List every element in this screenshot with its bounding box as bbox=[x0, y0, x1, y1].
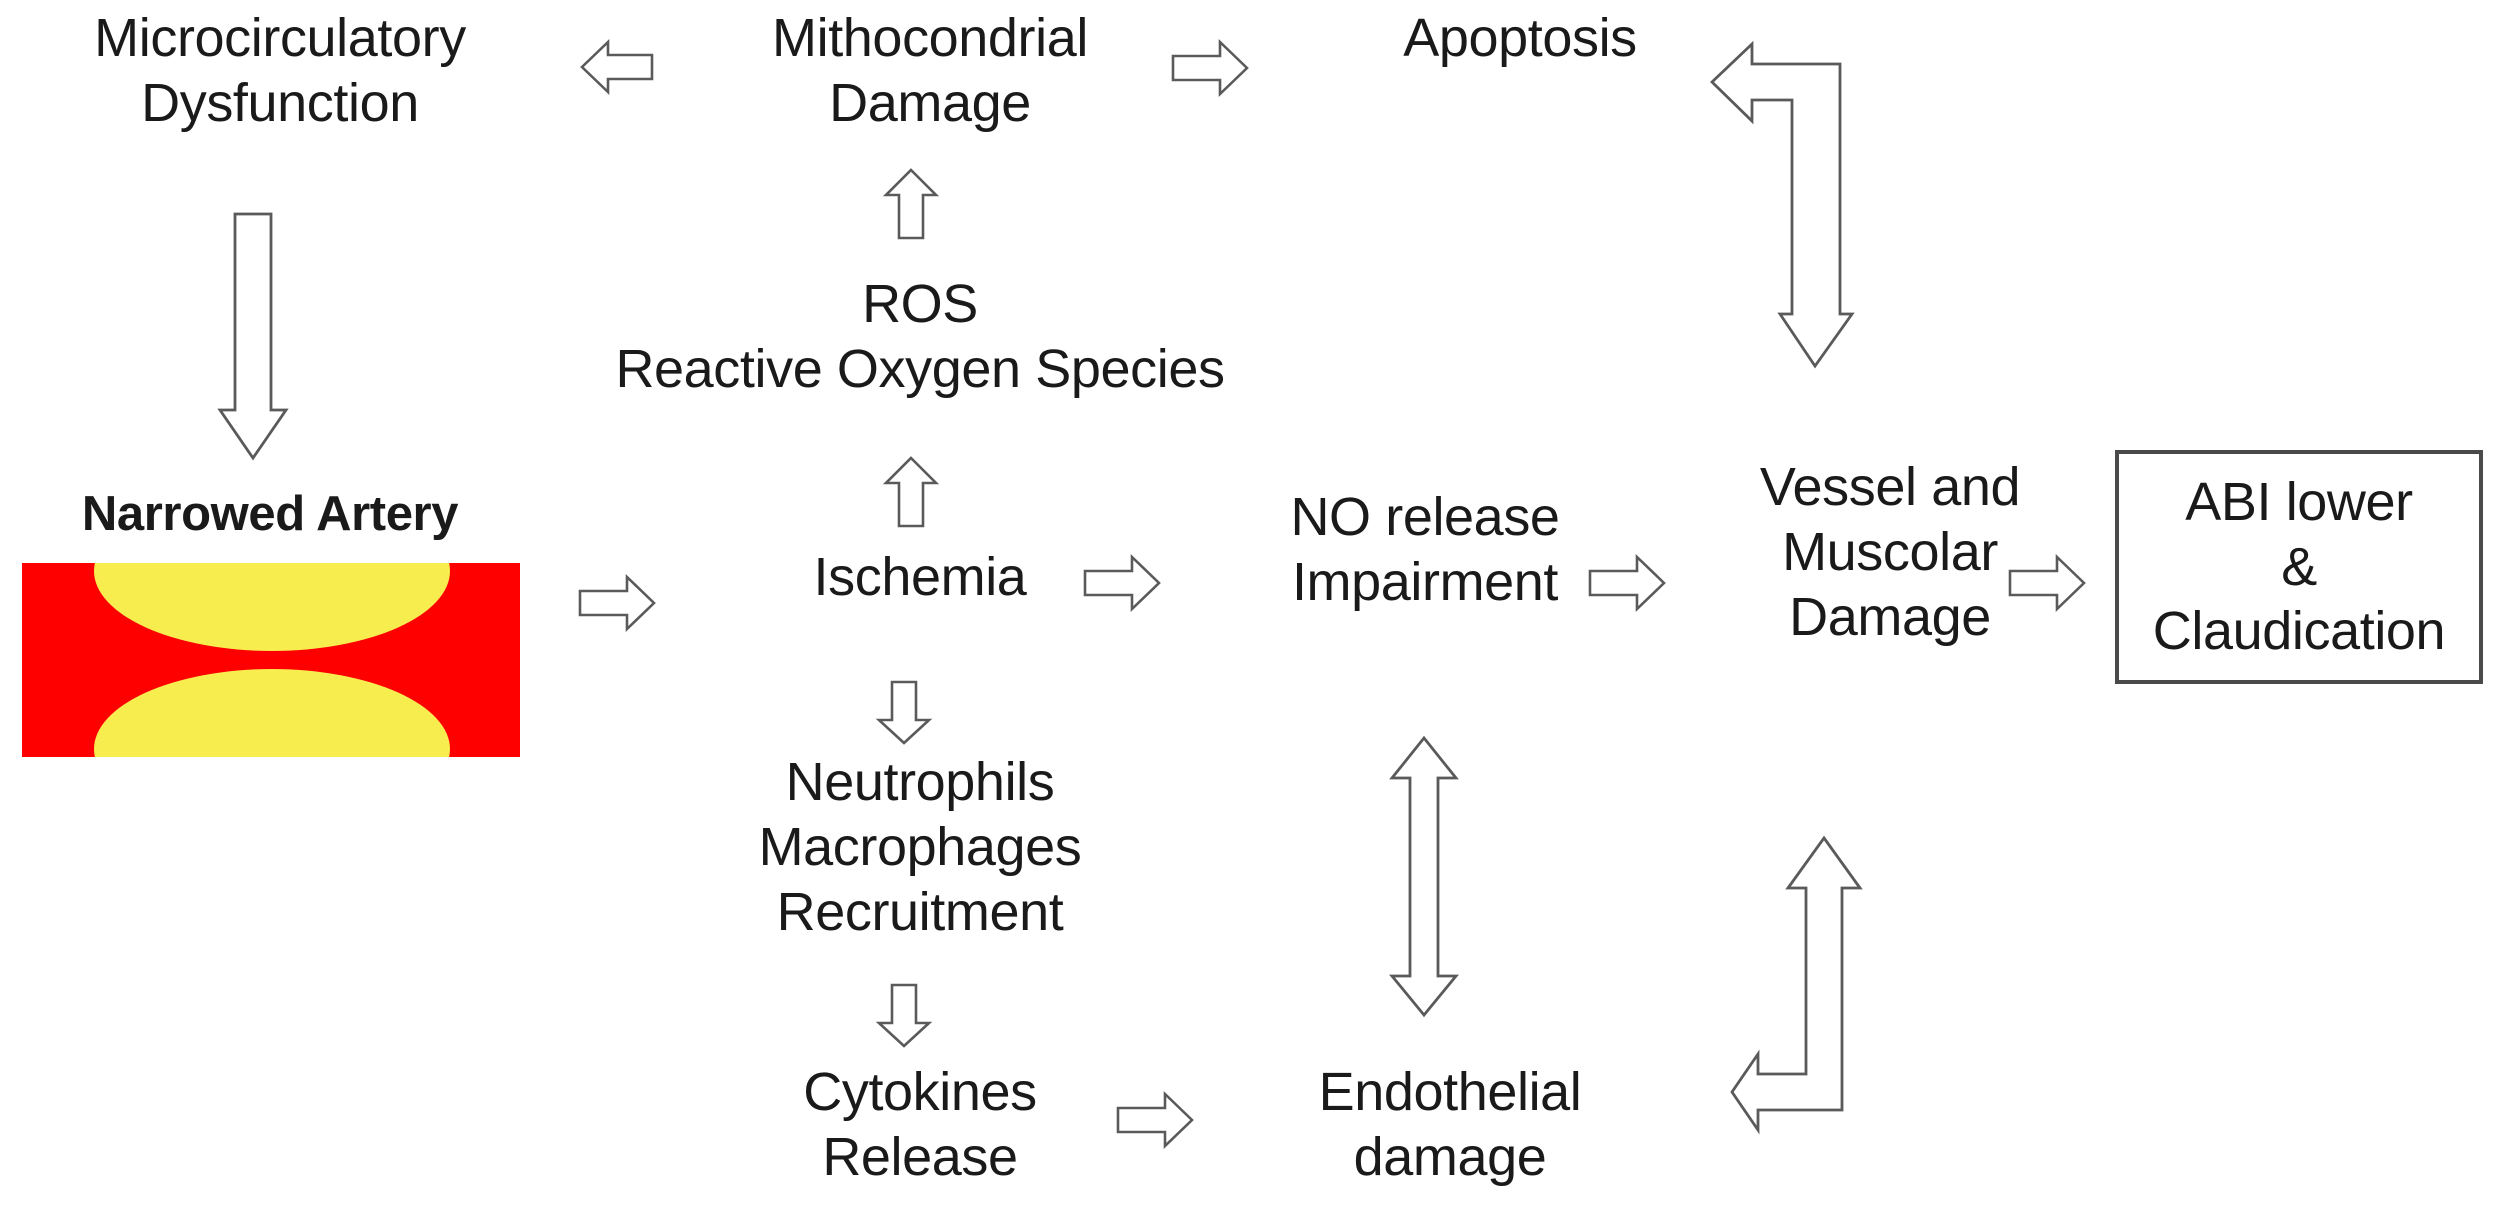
node-vessel-muscolar-damage: Vessel and Muscolar Damage bbox=[1759, 457, 2021, 647]
arrow-ischemia-to-no-release-icon bbox=[1083, 553, 1161, 613]
narrowed-artery-illustration bbox=[22, 563, 520, 757]
arrow-ischemia-to-neutrophils-icon bbox=[875, 680, 933, 745]
arrow-neutrophils-to-cytokines-icon bbox=[875, 983, 933, 1048]
node-abi-lower-claudication-text: ABI lower & Claudication bbox=[2152, 471, 2446, 662]
arrow-ros-to-mithocondrial-icon bbox=[882, 168, 940, 240]
arrow-vessel-damage-to-abi-icon bbox=[2008, 553, 2086, 613]
node-mithocondrial-damage: Mithocondrial Damage bbox=[772, 8, 1088, 133]
arrow-mithocondrial-to-apoptosis-icon bbox=[1171, 38, 1249, 98]
plaque-top-shape bbox=[94, 563, 450, 651]
node-abi-lower-claudication-box: ABI lower & Claudication bbox=[2115, 450, 2483, 684]
node-endothelial-damage: Endothelial damage bbox=[1318, 1062, 1582, 1187]
node-no-release-impairment: NO release Impairment bbox=[1290, 487, 1560, 612]
arrow-vessel-damage-to-apoptosis-bent-icon bbox=[1709, 26, 1855, 371]
arrow-no-release-to-vessel-damage-icon bbox=[1588, 553, 1666, 613]
node-ros: ROS Reactive Oxygen Species bbox=[615, 274, 1225, 399]
node-cytokines-release: Cytokines Release bbox=[803, 1062, 1037, 1187]
arrow-cytokines-to-endothelial-icon bbox=[1116, 1090, 1194, 1150]
arrow-artery-to-ischemia-icon bbox=[578, 573, 656, 633]
arrow-endothelial-no-release-bidirectional-icon bbox=[1389, 735, 1459, 1018]
node-neutrophils-macrophages-recruitment: Neutrophils Macrophages Recruitment bbox=[758, 752, 1082, 942]
arrow-ischemia-to-ros-icon bbox=[882, 456, 940, 528]
node-narrowed-artery-label: Narrowed Artery bbox=[81, 487, 459, 541]
node-microcirculatory-dysfunction: Microcirculatory Dysfunction bbox=[94, 8, 466, 133]
node-ischemia: Ischemia bbox=[813, 547, 1027, 607]
plaque-bottom-shape bbox=[94, 669, 450, 757]
arrow-mithocondrial-to-microcirculatory-icon bbox=[580, 38, 654, 96]
node-apoptosis: Apoptosis bbox=[1403, 8, 1637, 68]
arrow-microcirculatory-to-artery-icon bbox=[217, 212, 289, 461]
arrow-endothelial-to-vessel-damage-bent-icon bbox=[1730, 835, 1863, 1153]
